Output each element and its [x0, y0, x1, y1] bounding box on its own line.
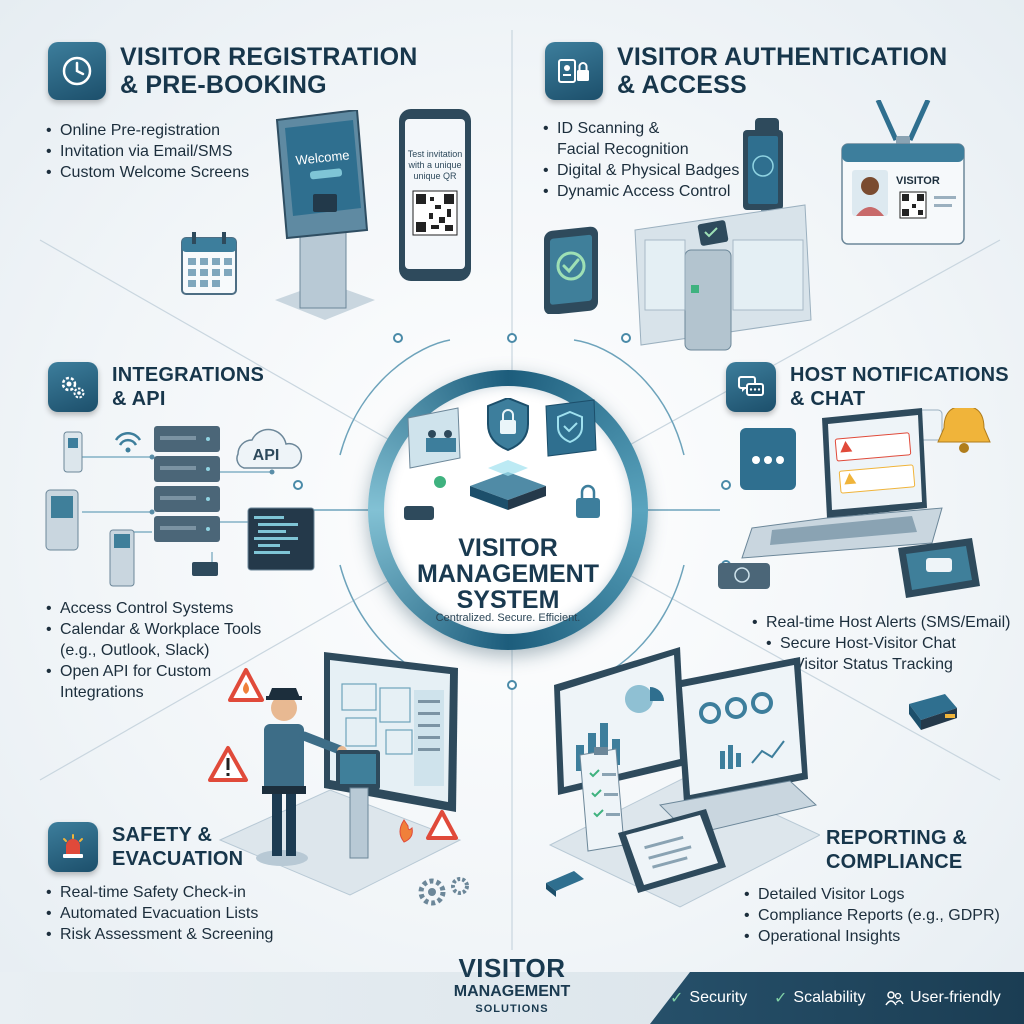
notifications-header: Host Notifications & Chat: [726, 362, 1009, 412]
reporting-bullets: Detailed Visitor Logs Compliance Reports…: [744, 884, 1000, 947]
notifications-illustration: [718, 408, 991, 598]
list-item: Open API for Custom: [46, 661, 261, 682]
integrations-illustration: API: [45, 426, 315, 587]
list-item: Invitation via Email/SMS: [46, 141, 249, 162]
registration-header: Visitor Registration & Pre-Booking: [48, 42, 418, 100]
connector-dot: [721, 480, 731, 490]
hub-illustration: [404, 398, 600, 520]
list-item: Automated Evacuation Lists: [46, 903, 273, 924]
reporting-title: Reporting & Compliance: [826, 827, 968, 873]
gears-icon: [48, 362, 98, 412]
badge-label: VISITOR: [896, 175, 940, 187]
tagline-security: ✓ Security: [670, 989, 748, 1007]
list-item: Calendar & Workplace Tools: [46, 619, 261, 640]
safety-title: Safety & Evacuation: [112, 824, 244, 870]
notifications-title: Host Notifications & Chat: [790, 364, 1009, 410]
hub-title: VISITOR MANAGEMENT SYSTEM: [417, 534, 599, 614]
list-item: Detailed Visitor Logs: [744, 884, 1000, 905]
list-item: Compliance Reports (e.g., GDPR): [744, 905, 1000, 926]
siren-icon: [48, 822, 98, 872]
clock-icon: [48, 42, 106, 100]
reporting-illustration: [546, 647, 820, 908]
phone-text-line: Test invitation: [408, 149, 463, 159]
list-item: Real-time Safety Check-in: [46, 882, 273, 903]
list-item: Online Pre-registration: [46, 120, 249, 141]
list-item: Risk Assessment & Screening: [46, 924, 273, 945]
users-icon: [885, 991, 904, 1006]
device-illustration: [909, 694, 957, 730]
phone-qr-illustration: Test invitation with a unique unique QR: [399, 109, 471, 281]
list-item: ID Scanning &: [543, 118, 739, 139]
integrations-bullets: Access Control Systems Calendar & Workpl…: [46, 598, 261, 703]
check-icon: ✓: [774, 990, 788, 1007]
footer-brand-line: MANAGEMENT: [453, 983, 571, 1000]
list-item: •Facial Recognition: [557, 141, 689, 158]
hub-subtitle: Centralized. Secure. Efficient.: [435, 612, 581, 624]
turnstile-gate-illustration: [634, 118, 812, 351]
registration-bullets: Online Pre-registration Invitation via E…: [46, 120, 249, 183]
list-item: (e.g., Outlook, Slack): [60, 642, 210, 659]
connector-dot: [621, 333, 631, 343]
tagline-scalability: ✓ Scalability: [774, 989, 866, 1007]
visitor-badge-illustration: VISITOR: [841, 100, 965, 245]
list-item: Integrations: [60, 684, 144, 701]
tablet-check-illustration: [544, 226, 598, 314]
registration-title: Visitor Registration & Pre-Booking: [120, 43, 418, 99]
integrations-title: Integrations & API: [112, 364, 265, 410]
list-item: Operational Insights: [744, 926, 1000, 947]
footer-tagline-band: [650, 972, 1024, 1024]
footer-brand-line: VISITOR: [458, 953, 566, 983]
safety-header: Safety & Evacuation: [48, 822, 243, 872]
connector-dot: [507, 680, 517, 690]
connector-dot: [507, 333, 517, 343]
list-item: Digital & Physical Badges: [543, 160, 739, 181]
list-item: Dynamic Access Control: [543, 181, 739, 202]
phone-text-line: with a unique: [407, 160, 461, 170]
check-icon: ✓: [670, 990, 684, 1007]
connector-dot: [393, 333, 403, 343]
footer-brand-line: SOLUTIONS: [475, 1003, 549, 1015]
id-badge-lock-icon: [545, 42, 603, 100]
connector-dot: [293, 480, 303, 490]
api-cloud-label: API: [253, 447, 280, 464]
tagline-user-friendly: User-friendly: [884, 988, 1001, 1008]
integrations-header: Integrations & API: [48, 362, 264, 412]
list-item: Secure Host-Visitor Chat: [766, 633, 1011, 654]
authentication-title: Visitor Authentication & Access: [617, 43, 948, 99]
kiosk-illustration: Welcome: [275, 110, 375, 320]
footer-band: [0, 972, 690, 1024]
calendar-icon: [181, 232, 237, 295]
list-item: Real-time Host Alerts (SMS/Email): [752, 612, 1011, 633]
safety-bullets: Real-time Safety Check-in Automated Evac…: [46, 882, 273, 945]
safety-illustration: [208, 652, 469, 906]
chat-bubbles-icon: [726, 362, 776, 412]
authentication-bullets: ID Scanning & •Facial Recognition Digita…: [543, 118, 739, 202]
phone-text-line: unique QR: [413, 171, 457, 181]
authentication-header: Visitor Authentication & Access: [545, 42, 947, 100]
notifications-bullets: Real-time Host Alerts (SMS/Email) Secure…: [752, 612, 1011, 675]
list-item: Access Control Systems: [46, 598, 261, 619]
kiosk-screen-text: Welcome: [295, 147, 350, 168]
list-item: Custom Welcome Screens: [46, 162, 249, 183]
